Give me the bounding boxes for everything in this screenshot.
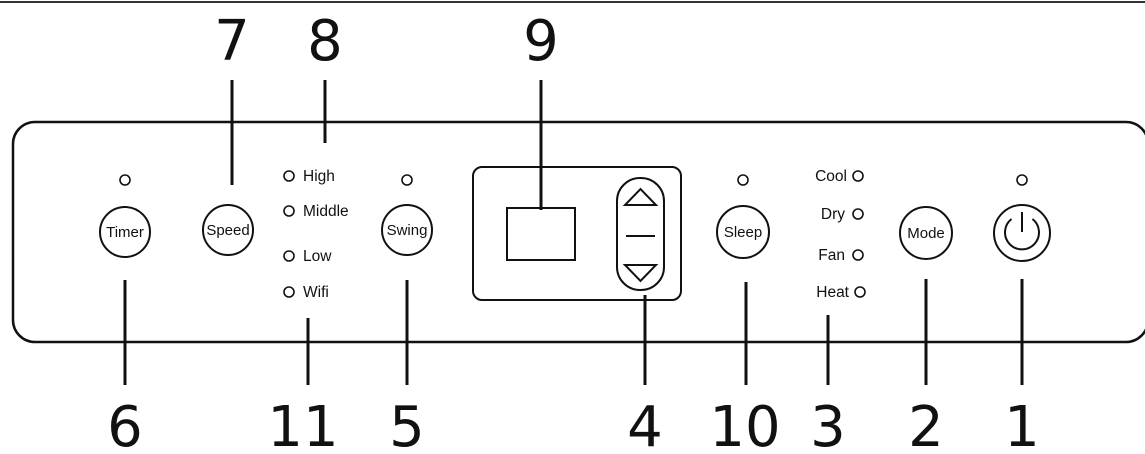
- callout-1: 1: [1004, 395, 1040, 454]
- led-low: [283, 250, 295, 262]
- sleep-button[interactable]: Sleep: [716, 205, 770, 259]
- led-dry: [852, 208, 864, 220]
- label-heat: Heat: [816, 284, 849, 301]
- label-low: Low: [303, 248, 332, 265]
- speed-indicator-middle: Middle: [283, 203, 349, 220]
- timer-indicator-led: [119, 174, 131, 186]
- swing-button[interactable]: Swing: [381, 204, 433, 256]
- power-button-ring: [993, 204, 1051, 262]
- mode-button-label: Mode: [907, 225, 945, 242]
- triangle-up-icon: [622, 187, 659, 206]
- sleep-button-label: Sleep: [724, 224, 762, 241]
- sleep-indicator-led: [737, 174, 749, 186]
- triangle-down-icon: [622, 264, 659, 283]
- display-module: [472, 166, 682, 301]
- callout-4: 4: [627, 395, 663, 454]
- up-button[interactable]: [622, 187, 659, 206]
- speed-button-label: Speed: [206, 222, 249, 239]
- mode-button[interactable]: Mode: [899, 206, 953, 260]
- label-fan: Fan: [818, 247, 845, 264]
- led-cool: [852, 170, 864, 182]
- speed-indicator-wifi: Wifi: [283, 284, 329, 301]
- callout-9: 9: [523, 9, 559, 74]
- power-indicator-led: [1016, 174, 1028, 186]
- label-high: High: [303, 168, 335, 185]
- sleep-button-ring: [716, 205, 770, 259]
- mode-indicator-fan: Fan: [818, 247, 864, 264]
- speed-indicator-low: Low: [283, 248, 332, 265]
- label-cool: Cool: [815, 168, 847, 185]
- swing-indicator-led: [401, 174, 413, 186]
- label-wifi: Wifi: [303, 284, 329, 301]
- display-screen: [506, 207, 576, 261]
- speed-indicator-high: High: [283, 168, 335, 185]
- mode-indicator-dry: Dry: [821, 206, 864, 223]
- callout-2: 2: [908, 395, 944, 454]
- panel-outline: [11, 120, 1145, 344]
- label-middle: Middle: [303, 203, 349, 220]
- callout-7: 7: [214, 9, 250, 74]
- down-button[interactable]: [622, 264, 659, 283]
- label-dry: Dry: [821, 206, 845, 223]
- callout-6: 6: [107, 395, 143, 454]
- power-button[interactable]: [993, 204, 1051, 262]
- timer-button-label: Timer: [106, 224, 144, 241]
- up-down-rocker: [616, 177, 665, 291]
- mode-button-ring: [899, 206, 953, 260]
- swing-button-label: Swing: [387, 222, 428, 239]
- callout-5: 5: [389, 395, 425, 454]
- callout-3: 3: [810, 395, 846, 454]
- led-middle: [283, 205, 295, 217]
- callout-11: 11: [267, 395, 338, 454]
- led-heat: [854, 286, 866, 298]
- callout-8: 8: [307, 9, 343, 74]
- mode-indicator-cool: Cool: [815, 168, 864, 185]
- speed-button[interactable]: Speed: [202, 204, 254, 256]
- speed-button-ring: [202, 204, 254, 256]
- led-fan: [852, 249, 864, 261]
- led-wifi: [283, 286, 295, 298]
- timer-button[interactable]: Timer: [99, 206, 151, 258]
- led-high: [283, 170, 295, 182]
- timer-button-ring: [99, 206, 151, 258]
- swing-button-ring: [381, 204, 433, 256]
- power-icon: [1004, 212, 1040, 251]
- mode-indicator-heat: Heat: [816, 284, 866, 301]
- callout-10: 10: [709, 395, 780, 454]
